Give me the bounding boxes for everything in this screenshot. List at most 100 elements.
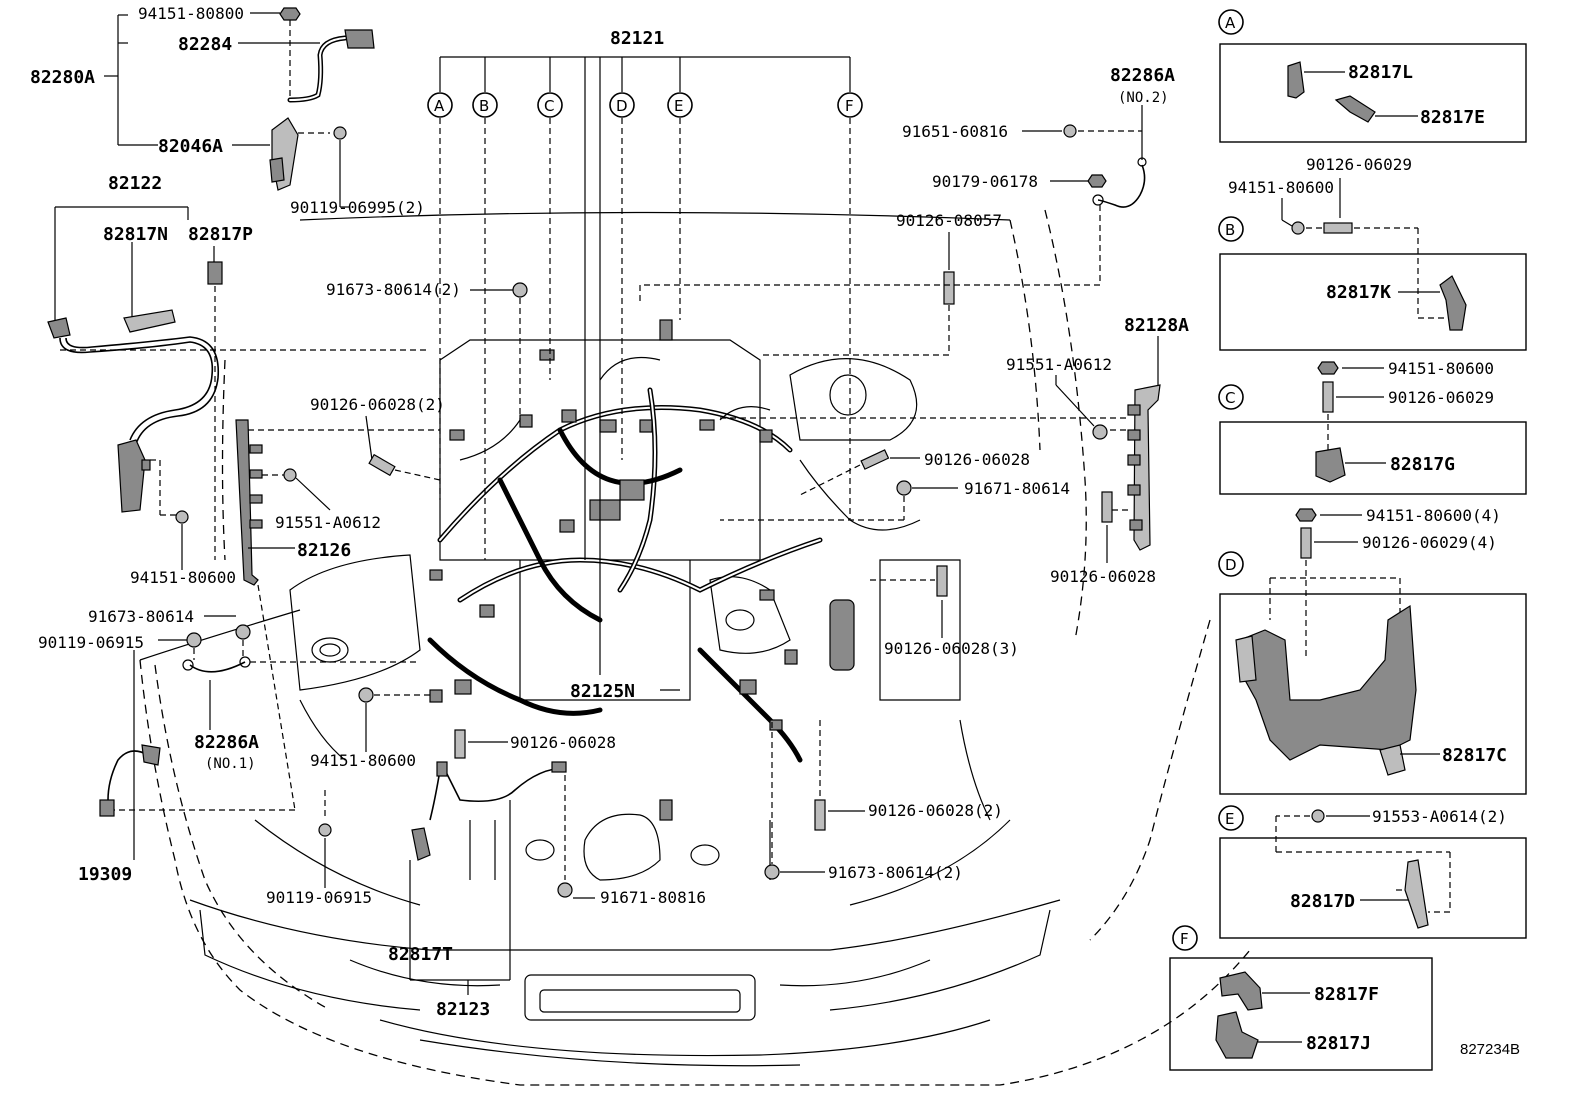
label-94151-80600-C: 94151-80600: [1388, 359, 1494, 378]
label-82121: 82121: [610, 28, 664, 49]
detail-panel-A: A 82817L 82817E: [1218, 9, 1527, 143]
label-82286A-no1-sub: (NO.1): [205, 756, 256, 772]
group-82286A-no1: [133, 615, 420, 860]
group-82122: [47, 206, 430, 570]
main-harness-wires: [427, 356, 823, 763]
label-94151-80600-left: 94151-80600: [130, 568, 236, 587]
label-82817J: 82817J: [1306, 1033, 1371, 1054]
detail-panel-D: 94151-80600(4) 90126-06029(4) D 82817C: [1218, 506, 1527, 795]
label-82123: 82123: [436, 999, 490, 1020]
label-91673-80614-2-upper: 91673-80614(2): [326, 280, 461, 299]
label-82817C: 82817C: [1442, 745, 1507, 766]
label-91671-80614: 91671-80614: [964, 479, 1070, 498]
svg-text:A: A: [434, 97, 445, 115]
nut-94151-80600-mid: [358, 687, 430, 752]
label-82817N: 82817N: [103, 224, 168, 245]
label-91673-80614-single: 91673-80614: [88, 607, 194, 626]
group-82286A-no2: [639, 105, 1147, 356]
group-82125N: [599, 660, 680, 691]
label-91551-A0612-right: 91551-A0612: [1006, 355, 1112, 374]
part-19309: [99, 744, 161, 817]
label-90119-06915-lower: 90119-06915: [266, 888, 372, 907]
label-82817G: 82817G: [1390, 454, 1455, 475]
svg-text:A: A: [1225, 14, 1236, 32]
svg-text:E: E: [1225, 810, 1234, 828]
label-90119-06995-2: 90119-06995(2): [290, 198, 425, 217]
engine-bay: [289, 339, 991, 881]
stud-90126-06028-mid: [454, 729, 508, 759]
label-90126-06028-right: 90126-06028: [1050, 567, 1156, 586]
detail-panel-B: 90126-06029 94151-80600 B 82817K: [1218, 155, 1527, 351]
label-82286A-no1: 82286A: [194, 732, 259, 753]
section-marker-D: D: [609, 92, 635, 118]
detail-panel-C: 94151-80600 90126-06029 C 82817G: [1218, 359, 1527, 495]
label-82817F: 82817F: [1314, 984, 1379, 1005]
section-marker-F: F: [837, 92, 863, 118]
reference-code: 827234B: [1460, 1041, 1520, 1058]
svg-text:C: C: [544, 97, 554, 115]
label-91671-80816: 91671-80816: [600, 888, 706, 907]
label-90126-06028-center: 90126-06028: [924, 450, 1030, 469]
section-marker-E: E: [667, 92, 693, 118]
bolt-91671-80614: [720, 480, 958, 521]
label-91553-A0614-2: 91553-A0614(2): [1372, 807, 1507, 826]
stud-90126-06028-upper-left: [365, 415, 441, 481]
group-82128A: [720, 336, 1161, 563]
svg-text:F: F: [1180, 930, 1189, 948]
label-91651-60816: 91651-60816: [902, 122, 1008, 141]
label-90126-06028-mid: 90126-06028: [510, 733, 616, 752]
label-94151-80600-B: 94151-80600: [1228, 178, 1334, 197]
label-90126-06028-2-upper: 90126-06028(2): [310, 395, 445, 414]
bolt-91673-80614-upper: [470, 282, 528, 420]
label-90126-06029-C: 90126-06029: [1388, 388, 1494, 407]
label-90126-08057: 90126-08057: [896, 211, 1002, 230]
label-94151-80600-mid: 94151-80600: [310, 751, 416, 770]
label-82125N: 82125N: [570, 681, 635, 702]
bolt-91671-80816: [557, 882, 595, 899]
stud-90126-06028-2-lower: [814, 720, 865, 831]
label-82280A: 82280A: [30, 67, 95, 88]
label-82286A-no2: 82286A: [1110, 65, 1175, 86]
svg-text:B: B: [1225, 221, 1235, 239]
svg-text:E: E: [674, 97, 683, 115]
svg-text:D: D: [616, 97, 628, 115]
label-90126-06028-2-lower: 90126-06028(2): [868, 801, 1003, 820]
group-82126: [100, 419, 440, 811]
label-82126: 82126: [297, 540, 351, 561]
group-82280A: [104, 7, 375, 208]
label-82817L: 82817L: [1348, 62, 1413, 83]
section-marker-C: C: [537, 92, 563, 118]
stud-90126-06028-3: [870, 565, 948, 638]
svg-text:F: F: [845, 97, 854, 115]
bolt-91673-80614-lower: [764, 722, 825, 880]
stud-90126-06028-center: [799, 449, 920, 496]
label-90179-06178: 90179-06178: [932, 172, 1038, 191]
label-82286A-no2-sub: (NO.2): [1118, 90, 1169, 106]
label-94151-80600-4: 94151-80600(4): [1366, 506, 1501, 525]
label-90126-06029-B: 90126-06029: [1306, 155, 1412, 174]
label-19309: 19309: [78, 864, 132, 885]
label-91673-80614-2-lower: 91673-80614(2): [828, 863, 963, 882]
label-82817P: 82817P: [188, 224, 253, 245]
label-82817D: 82817D: [1290, 891, 1355, 912]
svg-text:D: D: [1225, 556, 1237, 574]
label-90126-06029-4: 90126-06029(4): [1362, 533, 1497, 552]
label-82128A: 82128A: [1124, 315, 1189, 336]
section-marker-A: A: [427, 92, 453, 118]
svg-text:C: C: [1225, 389, 1235, 407]
callout-82121-bracket: [439, 56, 851, 660]
label-82046A: 82046A: [158, 136, 223, 157]
label-94151-80800: 94151-80800: [138, 4, 244, 23]
label-82284: 82284: [178, 34, 232, 55]
vehicle-body-outline: [139, 209, 1251, 1086]
svg-text:B: B: [479, 97, 489, 115]
label-91551-A0612-left: 91551-A0612: [275, 513, 381, 532]
section-marker-B: B: [472, 92, 498, 118]
detail-panel-E: E 91553-A0614(2) 82817D: [1218, 805, 1527, 939]
detail-panel-F: F 82817F 82817J: [1169, 925, 1433, 1071]
label-90119-06915-upper: 90119-06915: [38, 633, 144, 652]
label-90126-06028-3: 90126-06028(3): [884, 639, 1019, 658]
label-82817K: 82817K: [1326, 282, 1391, 303]
group-82123: [318, 761, 567, 995]
